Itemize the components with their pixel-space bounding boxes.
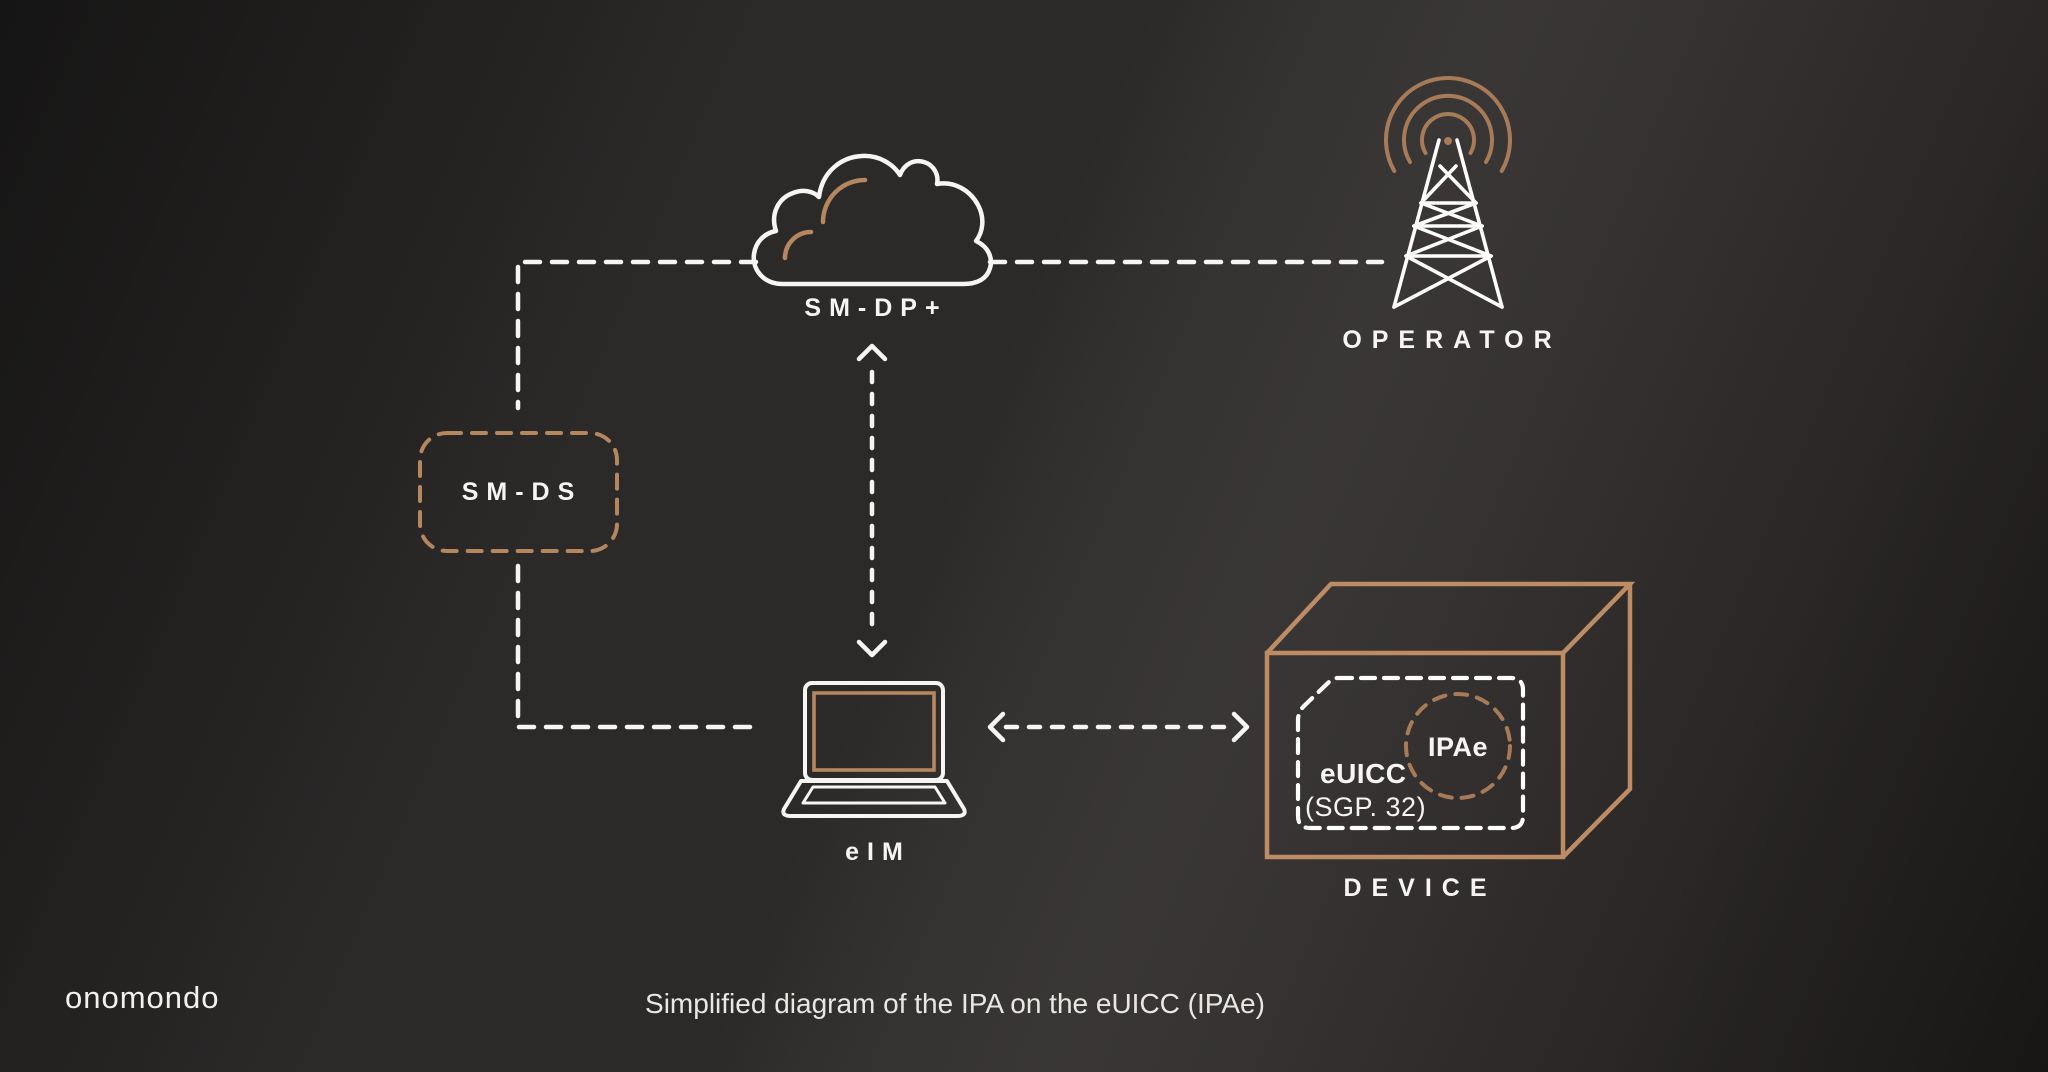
sm-ds-label: SM-DS [461, 478, 583, 506]
device-box [1264, 581, 1636, 860]
connector-smds-eim [515, 563, 759, 730]
eim-label: eIM [845, 838, 911, 866]
onomondo-logo: onomondo [65, 980, 220, 1015]
sim-card-shape [1295, 675, 1526, 831]
diagram-caption: Simplified diagram of the IPA on the eUI… [645, 988, 1265, 1019]
sm-ds-box [418, 431, 619, 553]
euicc-spec-label: (SGP. 32) [1305, 792, 1427, 822]
euicc-label: eUICC [1320, 758, 1407, 789]
radio-tower-icon [1384, 76, 1512, 309]
arrow-left-icon [987, 711, 1006, 743]
ipae-circle [1404, 692, 1512, 800]
sm-dp-label: SM-DP+ [804, 294, 948, 322]
arrow-right-icon [1231, 711, 1250, 743]
operator-label: OPERATOR [1342, 326, 1562, 354]
arrow-up-icon [856, 343, 888, 362]
arrow-down-icon [856, 639, 888, 658]
device-label: DEVICE [1343, 874, 1497, 902]
ipae-label: IPAe [1427, 732, 1489, 762]
laptop-icon [781, 681, 967, 818]
connector-smdp-smds [515, 259, 759, 411]
cloud-icon [751, 153, 994, 287]
